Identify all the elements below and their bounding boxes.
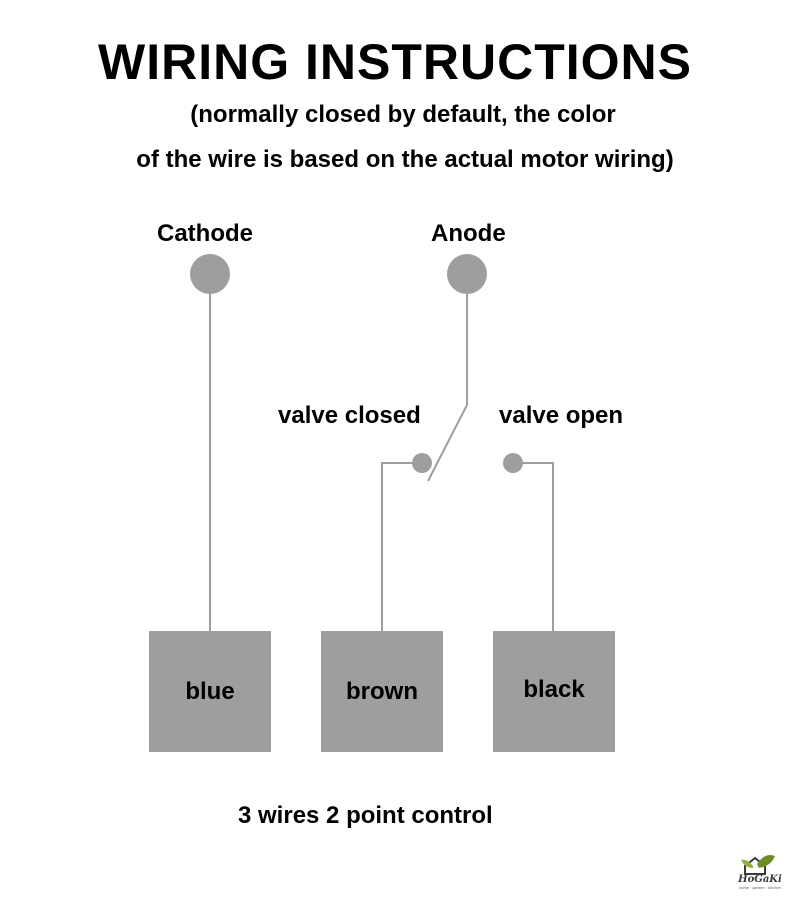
valve-open-node (503, 453, 523, 473)
page-title: WIRING INSTRUCTIONS (98, 34, 692, 90)
subtitle-line-1: (normally closed by default, the color (190, 101, 616, 128)
brown-wire-box: brown (321, 631, 443, 752)
anode-label: Anode (431, 220, 506, 247)
blue-wire-box: blue (149, 631, 271, 752)
blue-wire-label: blue (185, 677, 235, 705)
brown-wire (381, 462, 422, 631)
black-wire-box: black (493, 631, 615, 752)
cathode-label: Cathode (157, 220, 253, 247)
cathode-node (190, 254, 230, 294)
house-leaf-icon: HoGaKi home · garden · kitchen (737, 855, 782, 890)
valve-open-label: valve open (499, 402, 624, 429)
subtitle-line-2: of the wire is based on the actual motor… (136, 146, 674, 173)
valve-closed-label: valve closed (278, 402, 421, 429)
brown-wire-label: brown (346, 677, 418, 705)
black-wire (513, 462, 554, 631)
caption: 3 wires 2 point control (238, 802, 493, 829)
switch-blade (427, 404, 468, 482)
svg-text:home · garden · kitchen: home · garden · kitchen (739, 886, 781, 890)
svg-text:HoGaKi: HoGaKi (737, 874, 782, 885)
anode-node (447, 254, 487, 294)
black-wire-label: black (523, 675, 585, 703)
valve-closed-node (412, 453, 432, 473)
hogaki-logo: HoGaKi home · garden · kitchen (731, 848, 789, 890)
